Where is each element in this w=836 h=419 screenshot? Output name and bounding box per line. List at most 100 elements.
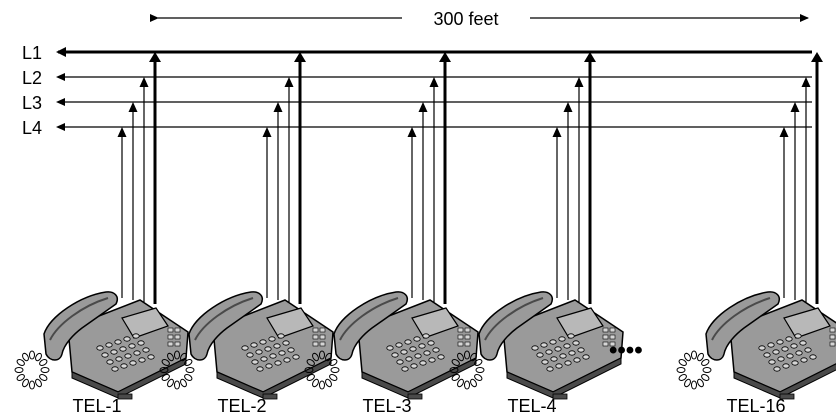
phone-foot [779,393,795,400]
cord-coil [463,350,471,360]
keypad-key [264,346,272,352]
keypad-key [260,356,268,362]
handset-highlight [339,297,399,341]
keypad-key [292,354,300,360]
function-key [609,334,616,340]
cord-coil [329,374,338,381]
cord-coil [697,378,704,388]
function-key [609,341,616,347]
line-label-l4: L4 [22,118,42,138]
function-key [457,327,464,333]
cord-coil [690,380,698,390]
bus-arrow-l4 [56,123,65,131]
ellipsis-dots: •••• [609,337,643,364]
keypad-key [138,357,146,363]
keypad-key [758,345,766,351]
keypad-key [427,340,435,346]
cord-coil [678,359,687,366]
cord-coil [474,359,483,366]
keypad-key [428,357,436,363]
cord-coil [701,359,710,366]
cord-coil [470,378,477,388]
cord-coil [16,359,25,366]
cord-coil [684,378,691,388]
keypad-key [405,356,413,362]
telephone-icon [159,291,334,400]
cord-coil [14,366,24,374]
telephone-labels: TEL-1 TEL-2 TEL-3 TEL-4 TEL-16 [72,396,785,416]
keypad-key [274,360,282,366]
keypad-key [781,346,789,352]
cord-coil [329,359,338,366]
keypad-key [147,354,155,360]
keypad-key [573,357,581,363]
keypad-key [563,343,571,349]
keypad-key [795,350,803,356]
keypad-key [283,357,291,363]
keypad-key [546,366,554,372]
keypad-key [531,345,539,351]
keypad-key [409,346,417,352]
cord-coil [304,366,314,374]
cord-coil [330,367,340,373]
drop-wire-arrow [574,77,584,87]
drop-wire-arrow [294,52,306,62]
keypad-key [568,350,576,356]
telephone-sets [14,291,836,400]
cord-coil [180,378,187,388]
drop-wire-arrow [149,52,161,62]
cord-coil [451,374,460,381]
keypad-key [105,342,113,348]
phone-base-edge [216,357,332,399]
keypad-key [123,336,131,342]
cord-coil [451,359,460,366]
cord-coil [701,374,710,381]
function-key [464,341,471,347]
drop-wire-arrow [117,127,127,137]
keypad-key [119,346,127,352]
keypad-key [545,349,553,355]
phone-display-icon [121,307,169,339]
bus-lines [56,47,812,131]
coiled-cord-icon [449,350,485,390]
phone-foot [117,393,133,400]
cord-coil [22,352,29,362]
keypad-key [128,343,136,349]
drop-wire-arrow [407,127,417,137]
keypad-key [423,350,431,356]
coiled-cord-icon [14,350,50,390]
keypad-key [799,340,807,346]
phone-foot [262,393,278,400]
function-key [312,327,319,333]
cord-coil [702,367,712,373]
keypad-key [395,342,403,348]
cord-coil [475,367,485,373]
keypad-key [767,342,775,348]
telephone-icon [449,291,624,400]
cord-coil [312,352,319,362]
keypad-key [404,339,412,345]
line-label-l2: L2 [22,68,42,88]
drop-wire-arrow [811,52,823,62]
keypad-key [540,342,548,348]
line-label-l1: L1 [22,43,42,63]
keypad-key [391,352,399,358]
keypad-key [794,333,802,339]
distance-indicator: 300 feet [150,9,809,29]
keypad-key [410,363,418,369]
cord-coil [40,367,50,373]
drop-wire-arrow [552,127,562,137]
phone-base-edge [733,363,836,399]
function-key [829,327,836,333]
bus-arrow-l1 [56,47,66,57]
keypad-key [277,333,285,339]
phone-foot [552,393,568,400]
function-key [602,327,609,333]
keypad-key [251,359,259,365]
keypad-key [437,354,445,360]
handset-highlight [194,297,254,341]
keypad-key [791,360,799,366]
keypad-key [809,354,817,360]
drop-wire-arrow [262,127,272,137]
handset-highlight [49,297,109,341]
